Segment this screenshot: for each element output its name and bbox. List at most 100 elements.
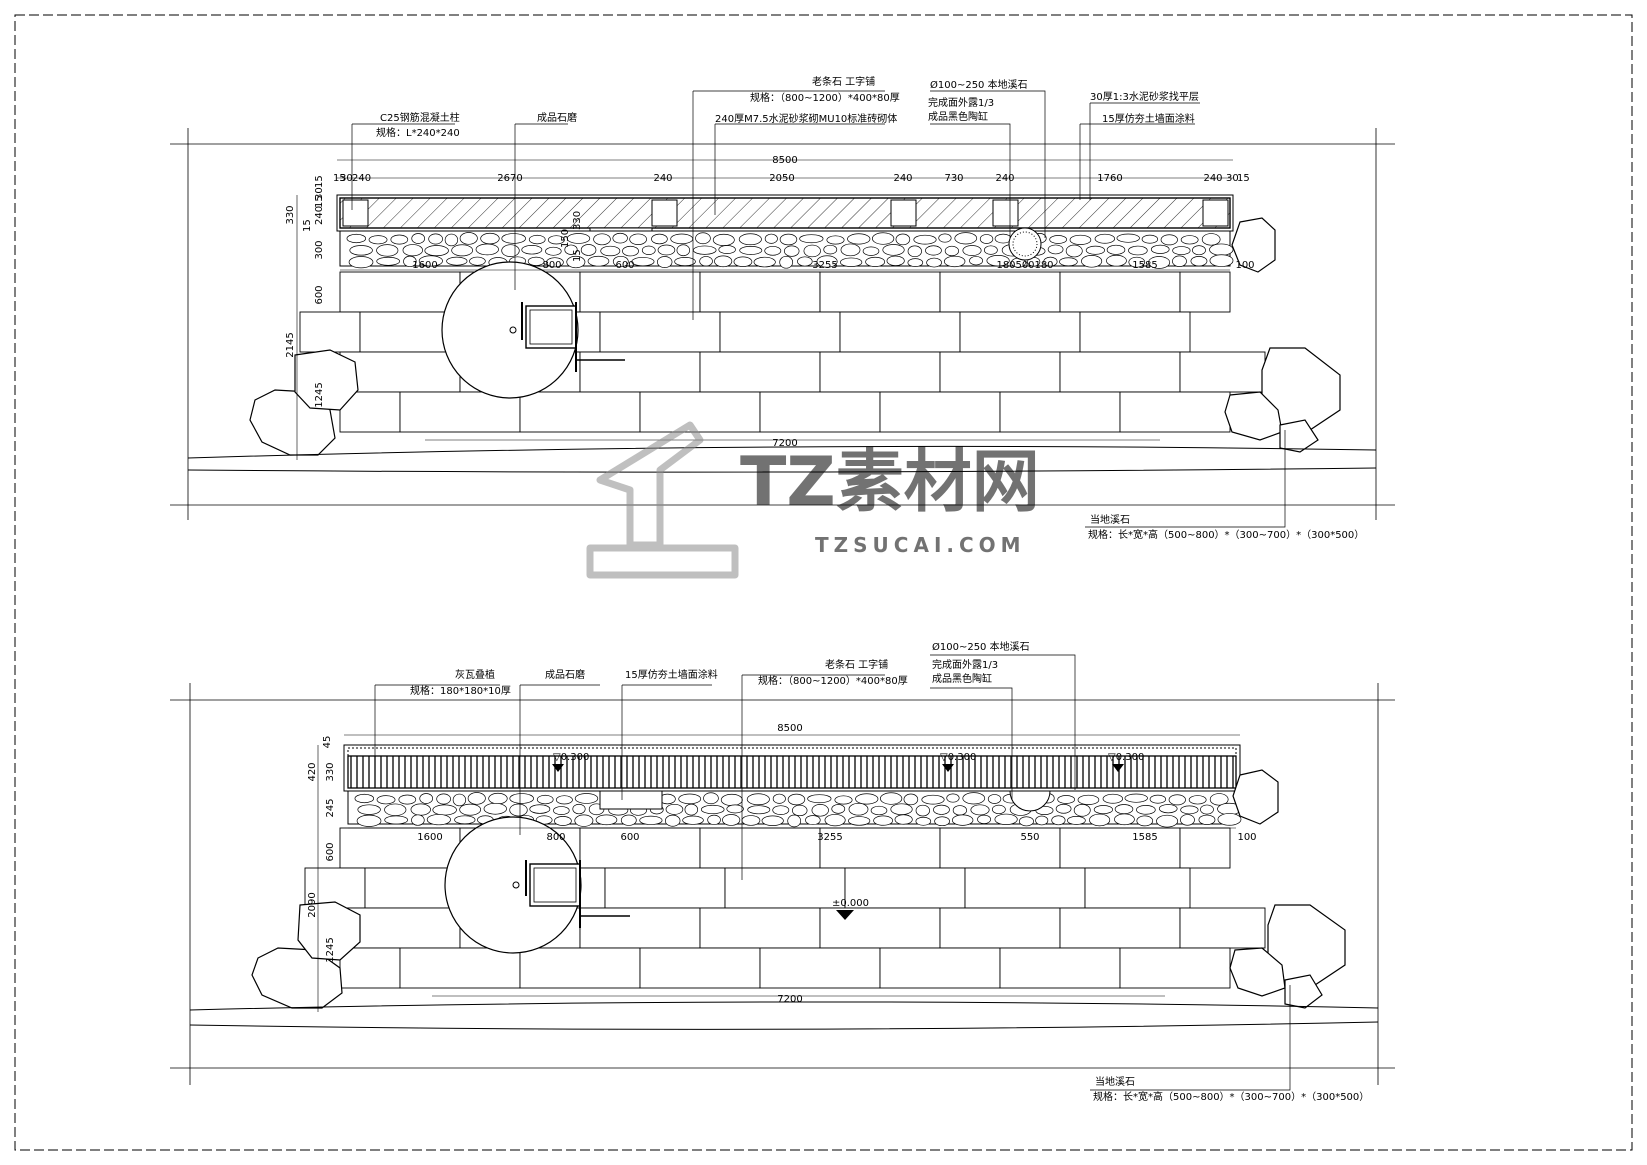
pebble — [886, 255, 905, 266]
dim-top: 1760 — [1097, 173, 1122, 184]
pebble — [1168, 794, 1186, 806]
pebble — [555, 795, 573, 805]
pebble — [664, 814, 681, 827]
pebble — [1156, 814, 1179, 828]
wall-stone — [519, 391, 641, 433]
dim-left: 1245 — [325, 937, 336, 962]
dim-mid: 1600 — [417, 832, 442, 843]
wall-stone — [519, 947, 641, 989]
pebble — [722, 814, 741, 826]
wall-stone — [1179, 907, 1266, 949]
local-rock — [1284, 974, 1323, 1009]
pebble — [913, 234, 937, 245]
wall-stone — [1179, 827, 1231, 869]
pebble — [376, 256, 401, 266]
pebble — [823, 244, 838, 255]
pebble — [529, 804, 551, 814]
dim-left: 2090 — [307, 892, 318, 917]
pebble — [1069, 234, 1092, 245]
pebble — [469, 256, 486, 266]
wall-stone — [339, 271, 461, 313]
pebble — [915, 804, 930, 817]
pebble — [426, 814, 451, 826]
pebble — [787, 814, 802, 828]
pebble — [983, 245, 998, 255]
pebble — [1141, 234, 1159, 244]
pebble — [446, 256, 468, 266]
wall-stone — [639, 947, 761, 989]
pebble — [587, 255, 610, 267]
pebble — [1158, 804, 1178, 814]
wall-stone — [939, 907, 1061, 949]
pebble — [1059, 257, 1078, 267]
pebble — [419, 793, 434, 804]
pebble — [488, 792, 508, 805]
dim-small: 30 — [314, 187, 325, 200]
wall-stone — [699, 351, 821, 393]
pebble — [1089, 813, 1111, 827]
label-strip-spec: 规格：（800~1200）*400*80厚 — [750, 91, 900, 104]
wall-stone — [959, 311, 1081, 353]
pebble — [783, 245, 800, 257]
wall-stone — [399, 391, 521, 433]
pebble — [834, 795, 853, 805]
dim-top: 15 — [333, 173, 346, 184]
pebble — [509, 803, 528, 817]
pebble — [384, 803, 407, 816]
pebble — [1043, 256, 1058, 267]
pebble — [1128, 245, 1148, 256]
pebble — [764, 245, 782, 256]
pebble — [368, 235, 388, 245]
pebble — [695, 232, 711, 245]
wall-stone — [999, 391, 1121, 433]
dim-total: 8500 — [777, 723, 802, 734]
wall-stone — [399, 947, 521, 989]
pebble — [1201, 233, 1221, 246]
pebble — [977, 814, 991, 824]
pebble — [1067, 816, 1086, 825]
pebble — [970, 804, 990, 816]
wall-stone — [639, 391, 761, 433]
pebble — [746, 793, 770, 806]
pebble — [1192, 245, 1206, 256]
label-mortar: 30厚1:3水泥砂浆找平层 — [1090, 90, 1199, 103]
pebble — [501, 233, 526, 244]
pebble — [824, 814, 846, 827]
pebble — [925, 245, 942, 256]
watermark-site: TZSUCAI.COM — [815, 533, 1026, 557]
pebble — [572, 803, 586, 815]
dim-mid: 500 — [1015, 260, 1034, 271]
wall-stone — [939, 351, 1061, 393]
dim-mid: 600 — [615, 260, 634, 271]
pebble — [848, 816, 871, 826]
pebble — [1116, 233, 1140, 243]
wall-stone — [1119, 947, 1231, 989]
label-pebble: Ø100~250 本地溪石 — [930, 78, 1028, 91]
pebble — [962, 792, 986, 805]
label-strip-spec: 规格：（800~1200）*400*80厚 — [758, 674, 908, 687]
wall-stone — [699, 271, 821, 313]
dim-small: 330 — [572, 211, 583, 230]
pebble — [738, 233, 762, 246]
pebble — [1148, 256, 1171, 269]
dim-mid: 1600 — [412, 260, 437, 271]
pebble — [1180, 814, 1195, 826]
dim-top: 240 — [653, 173, 672, 184]
label-brick: 240厚M7.5水泥砂浆砌MU10标准砖砌体 — [715, 112, 897, 125]
pebble — [1055, 803, 1072, 814]
wall-stone — [1059, 351, 1181, 393]
wall-stone — [1059, 271, 1181, 313]
pebble — [547, 235, 565, 245]
pebble — [1051, 815, 1066, 826]
dim-mid: 800 — [546, 832, 565, 843]
dim-mid: 600 — [620, 832, 639, 843]
pebble — [545, 246, 562, 256]
pebble — [779, 233, 798, 246]
pebble — [620, 814, 637, 826]
dim-top: 240 — [893, 173, 912, 184]
pebble — [348, 256, 374, 269]
dim-mid: 800 — [542, 260, 561, 271]
dim-mid: 550 — [1020, 832, 1039, 843]
coping-strip — [339, 197, 1231, 229]
wall-stone — [1059, 907, 1181, 949]
